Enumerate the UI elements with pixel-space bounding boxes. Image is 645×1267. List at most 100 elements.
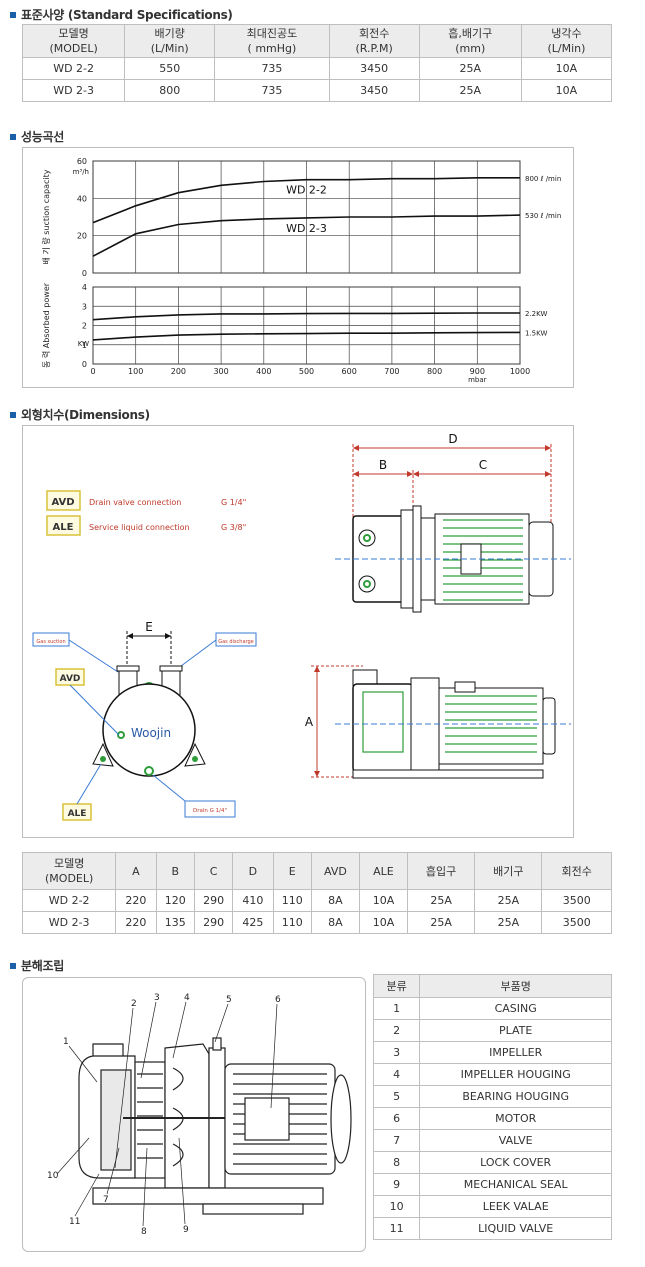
column-header-label: D bbox=[248, 864, 258, 878]
column-header: E bbox=[272, 852, 312, 890]
bullet-icon bbox=[10, 11, 16, 18]
y-unit-label: m³/h bbox=[73, 168, 89, 176]
svg-text:11: 11 bbox=[69, 1217, 80, 1227]
svg-text:2: 2 bbox=[131, 999, 137, 1009]
y-tick-label: 40 bbox=[77, 194, 87, 203]
svg-text:G 1/4": G 1/4" bbox=[221, 498, 246, 507]
y-tick-label: 2 bbox=[82, 322, 87, 331]
table-cell: 5 bbox=[372, 1085, 421, 1108]
column-header-label: C bbox=[209, 864, 218, 878]
column-header-label: 흡,배기구 bbox=[448, 27, 493, 40]
table-cell: IMPELLER bbox=[419, 1041, 612, 1064]
x-tick-label: 200 bbox=[171, 367, 186, 376]
column-header-label: (L/Min) bbox=[150, 42, 189, 55]
table-cell: WD 2-2 bbox=[21, 57, 126, 80]
table-cell: 110 bbox=[272, 889, 312, 912]
column-header-label: 배기량 bbox=[154, 27, 185, 40]
svg-text:Woojin: Woojin bbox=[131, 726, 171, 740]
column-header-label: 회전수 bbox=[561, 864, 592, 878]
column-header: AVD bbox=[310, 852, 360, 890]
table-cell: 7 bbox=[372, 1129, 421, 1152]
table-cell: 220 bbox=[115, 889, 157, 912]
table-cell: 2 bbox=[372, 1019, 421, 1042]
table-cell: 25A bbox=[418, 79, 522, 102]
part-callouts: 1 2 3 4 5 6 7 8 9 10 11 bbox=[47, 993, 281, 1237]
table-cell: CASING bbox=[419, 997, 612, 1020]
series-end-label: 530 ℓ /min bbox=[525, 212, 561, 220]
column-header-label: (mm) bbox=[455, 42, 486, 55]
svg-text:3: 3 bbox=[154, 993, 160, 1003]
table-cell: 25A bbox=[406, 911, 476, 934]
perf-section-title: 성능곡선 bbox=[10, 128, 64, 145]
column-header-label: (MODEL) bbox=[49, 42, 98, 55]
column-header: 부품명 bbox=[419, 974, 612, 998]
svg-text:6: 6 bbox=[275, 995, 281, 1005]
y-axis-label: 배 기 량 suction capacity bbox=[41, 169, 51, 264]
x-tick-label: 700 bbox=[384, 367, 399, 376]
table-cell: 290 bbox=[193, 911, 234, 934]
y-axis-label: 동 력 Absorbed power bbox=[41, 282, 51, 368]
series-end-label: 800 ℓ /min bbox=[525, 175, 561, 183]
svg-text:Drain G 1/4": Drain G 1/4" bbox=[193, 808, 227, 814]
column-header-label: 배기구 bbox=[493, 864, 524, 878]
column-header-label: A bbox=[132, 864, 140, 878]
column-header: 배기구 bbox=[474, 852, 543, 890]
table-cell: 3450 bbox=[328, 79, 420, 102]
column-header-label: (R.P.M) bbox=[355, 42, 393, 55]
table-cell: 25A bbox=[474, 911, 543, 934]
svg-text:7: 7 bbox=[103, 1195, 109, 1205]
table-cell: 11 bbox=[372, 1217, 421, 1240]
table-cell: 220 bbox=[115, 911, 157, 934]
table-cell: 410 bbox=[232, 889, 274, 912]
table-cell: 10A bbox=[358, 889, 408, 912]
table-cell: LEEK VALAE bbox=[419, 1195, 612, 1218]
table-cell: 25A bbox=[474, 889, 543, 912]
series-name: WD 2-3 bbox=[286, 222, 327, 235]
table-cell: LOCK COVER bbox=[419, 1151, 612, 1174]
table-cell: 6 bbox=[372, 1107, 421, 1130]
column-header: 냉각수(L/Min) bbox=[520, 24, 613, 58]
column-header-label: 최대진공도 bbox=[246, 27, 298, 40]
bullet-icon bbox=[10, 133, 16, 140]
series-line bbox=[92, 331, 521, 341]
column-header-label: E bbox=[288, 864, 296, 878]
table-cell: 10A bbox=[358, 911, 408, 934]
column-header: 최대진공도( mmHg) bbox=[214, 24, 330, 58]
column-header: A bbox=[115, 852, 157, 890]
column-header-label: ALE bbox=[373, 864, 394, 878]
y-tick-label: 60 bbox=[77, 157, 87, 166]
table-cell: 735 bbox=[214, 79, 330, 102]
parts-section-title: 분해조립 bbox=[10, 957, 64, 974]
y-tick-label: 1 bbox=[82, 341, 87, 350]
legend-avd: AVD Drain valve connection G 1/4" bbox=[46, 490, 246, 511]
table-cell: 25A bbox=[406, 889, 476, 912]
table-cell: 735 bbox=[214, 57, 330, 80]
series-line bbox=[92, 214, 521, 257]
svg-text:C: C bbox=[479, 458, 487, 472]
y-unit-label: KW bbox=[78, 340, 89, 348]
svg-text:Gas suction: Gas suction bbox=[36, 639, 65, 645]
x-tick-label: 100 bbox=[128, 367, 143, 376]
table-cell: MECHANICAL SEAL bbox=[419, 1173, 612, 1196]
table-cell: 3500 bbox=[541, 911, 612, 934]
svg-text:5: 5 bbox=[226, 995, 232, 1005]
svg-text:4: 4 bbox=[184, 993, 190, 1003]
column-header: 모델명(MODEL) bbox=[21, 24, 126, 58]
column-header-label: 냉각수 bbox=[551, 27, 582, 40]
svg-text:8: 8 bbox=[141, 1227, 147, 1237]
column-header: 모델명(MODEL) bbox=[21, 852, 117, 890]
dimension-drawing-box: AVD Drain valve connection G 1/4" ALE Se… bbox=[22, 425, 574, 838]
top-view-drawing: D B C bbox=[335, 432, 571, 613]
front-view-drawing: Gas suction Gas discharge E bbox=[32, 620, 257, 821]
x-tick-label: 300 bbox=[213, 367, 228, 376]
table-cell: 10A bbox=[520, 79, 613, 102]
